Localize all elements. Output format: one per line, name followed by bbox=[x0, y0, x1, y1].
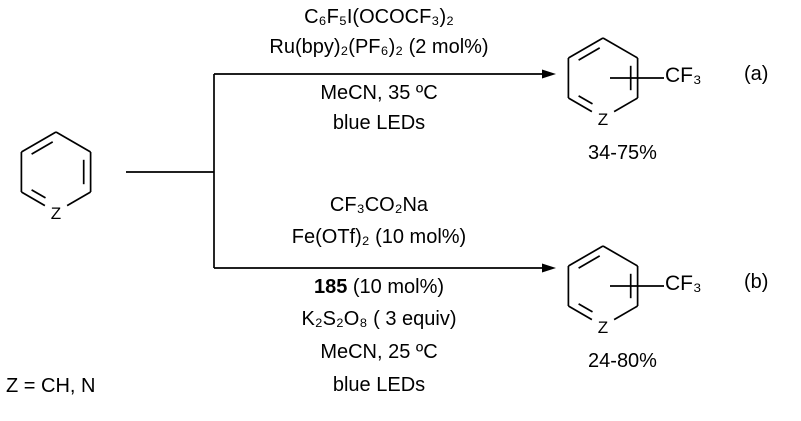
yield-b: 24-80% bbox=[588, 350, 657, 372]
cf3-substituent-label: CF₃ bbox=[665, 272, 702, 295]
compound-number: 185 bbox=[313, 276, 348, 298]
equation-label-b: (b) bbox=[744, 271, 769, 293]
ring-bonds bbox=[20, 131, 92, 207]
solvent-temp-line: MeCN, 35 ºC bbox=[320, 82, 438, 104]
reagent-line: C₆F₅I(OCOCF₃)₂ bbox=[304, 6, 454, 28]
product-b: Z CF₃ bbox=[553, 236, 733, 366]
z-atom-label: Z bbox=[598, 318, 608, 337]
photocatalyst-line: 185 (10 mol%) bbox=[213, 276, 545, 298]
substrate-ring: Z bbox=[20, 131, 92, 223]
light-source-line: blue LEDs bbox=[332, 374, 426, 396]
catalyst-loading: (10 mol%) bbox=[347, 276, 445, 298]
equation-label-a: (a) bbox=[744, 63, 769, 85]
reagent-line: CF₃CO₂Na bbox=[329, 194, 429, 216]
z-definition: Z = CH, N bbox=[6, 375, 96, 397]
product-a-ring: Z bbox=[567, 37, 664, 129]
substrate-branch-lines bbox=[126, 74, 215, 268]
product-a: Z CF₃ bbox=[553, 28, 733, 158]
product-b-ring: Z bbox=[567, 245, 664, 337]
solvent-temp-line: MeCN, 25 ºC bbox=[320, 341, 438, 363]
arrow-b bbox=[214, 263, 556, 273]
arrow-a bbox=[214, 69, 556, 79]
ring-bonds bbox=[567, 245, 664, 321]
ring-bonds bbox=[567, 37, 664, 113]
catalyst-line: Fe(OTf)₂ (10 mol%) bbox=[291, 226, 467, 248]
z-atom-label: Z bbox=[598, 110, 608, 129]
yield-a: 34-75% bbox=[588, 142, 657, 164]
light-source-line: blue LEDs bbox=[332, 112, 426, 134]
oxidant-line: K₂S₂O₈ ( 3 equiv) bbox=[301, 308, 457, 330]
cf3-substituent-label: CF₃ bbox=[665, 64, 702, 87]
z-atom-label: Z bbox=[51, 204, 61, 223]
catalyst-line: Ru(bpy)₂(PF₆)₂ (2 mol%) bbox=[269, 36, 489, 58]
